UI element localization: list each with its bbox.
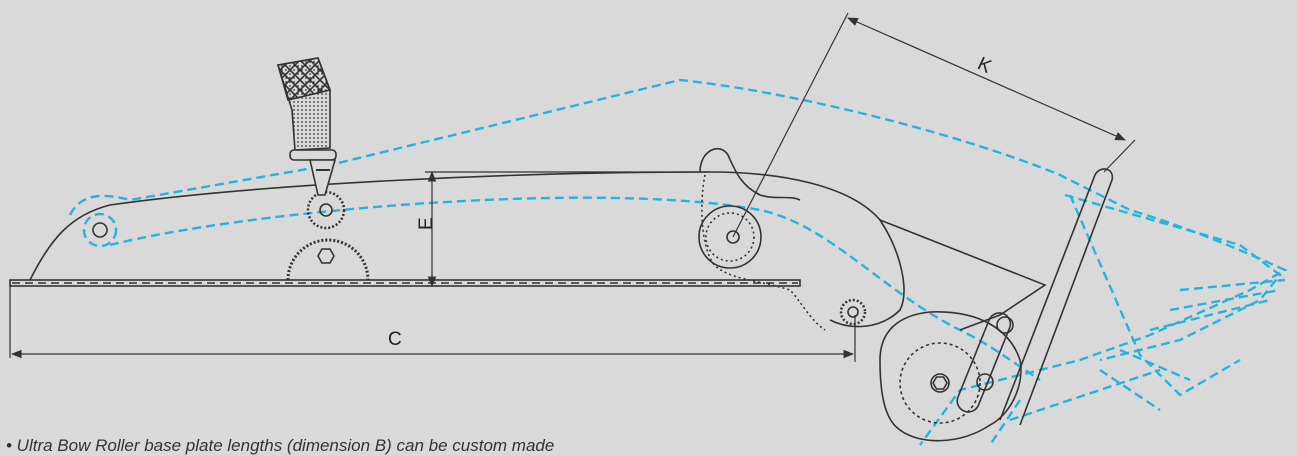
roller-hub-nut bbox=[932, 376, 948, 390]
central-gear-hub bbox=[726, 230, 740, 244]
alt-pivot-circle bbox=[82, 212, 118, 248]
dotted-bracket bbox=[701, 174, 826, 331]
base-roller bbox=[286, 238, 370, 281]
pin-grip-top bbox=[276, 57, 332, 101]
tall-arm bbox=[999, 168, 1114, 426]
dimension-lines bbox=[9, 12, 1136, 362]
pin-shank bbox=[308, 159, 337, 196]
keel-pivot-hole bbox=[92, 222, 108, 238]
small-sprocket-hub bbox=[847, 306, 859, 318]
side-frame bbox=[879, 219, 1047, 331]
slot-bolt-upper bbox=[996, 316, 1014, 334]
base-plate-note: • Ultra Bow Roller base plate lengths (d… bbox=[6, 436, 555, 455]
alternate-position-outline bbox=[68, 78, 1288, 446]
roller-inner bbox=[899, 342, 981, 424]
alt-arm-outline bbox=[68, 78, 1288, 446]
dim-k-extension-b bbox=[1103, 139, 1136, 173]
pin-collar bbox=[289, 149, 337, 161]
alt-bracket bbox=[1064, 193, 1282, 397]
central-gear-inner bbox=[705, 212, 755, 262]
slot-bolt-lower bbox=[976, 373, 994, 391]
pivot-lug bbox=[699, 148, 801, 201]
central-gear bbox=[698, 205, 762, 269]
base-plate bbox=[9, 279, 801, 287]
dim-k-extension-a bbox=[732, 12, 849, 238]
locking-pin bbox=[276, 57, 337, 196]
small-sprocket bbox=[839, 298, 867, 326]
dim-label-e: E bbox=[416, 217, 437, 230]
roller-hub bbox=[930, 373, 950, 393]
roller-housing bbox=[879, 311, 1022, 442]
bow-roller-outline bbox=[9, 148, 1114, 442]
alt-arm-inner bbox=[109, 196, 1041, 381]
dim-k-arrow bbox=[847, 17, 1126, 141]
alt-roller-lines bbox=[989, 278, 1286, 446]
base-roller-nut bbox=[317, 248, 335, 264]
upper-roller-hub bbox=[319, 203, 333, 217]
dim-label-c: C bbox=[388, 329, 402, 350]
arm-slot bbox=[956, 312, 1012, 413]
